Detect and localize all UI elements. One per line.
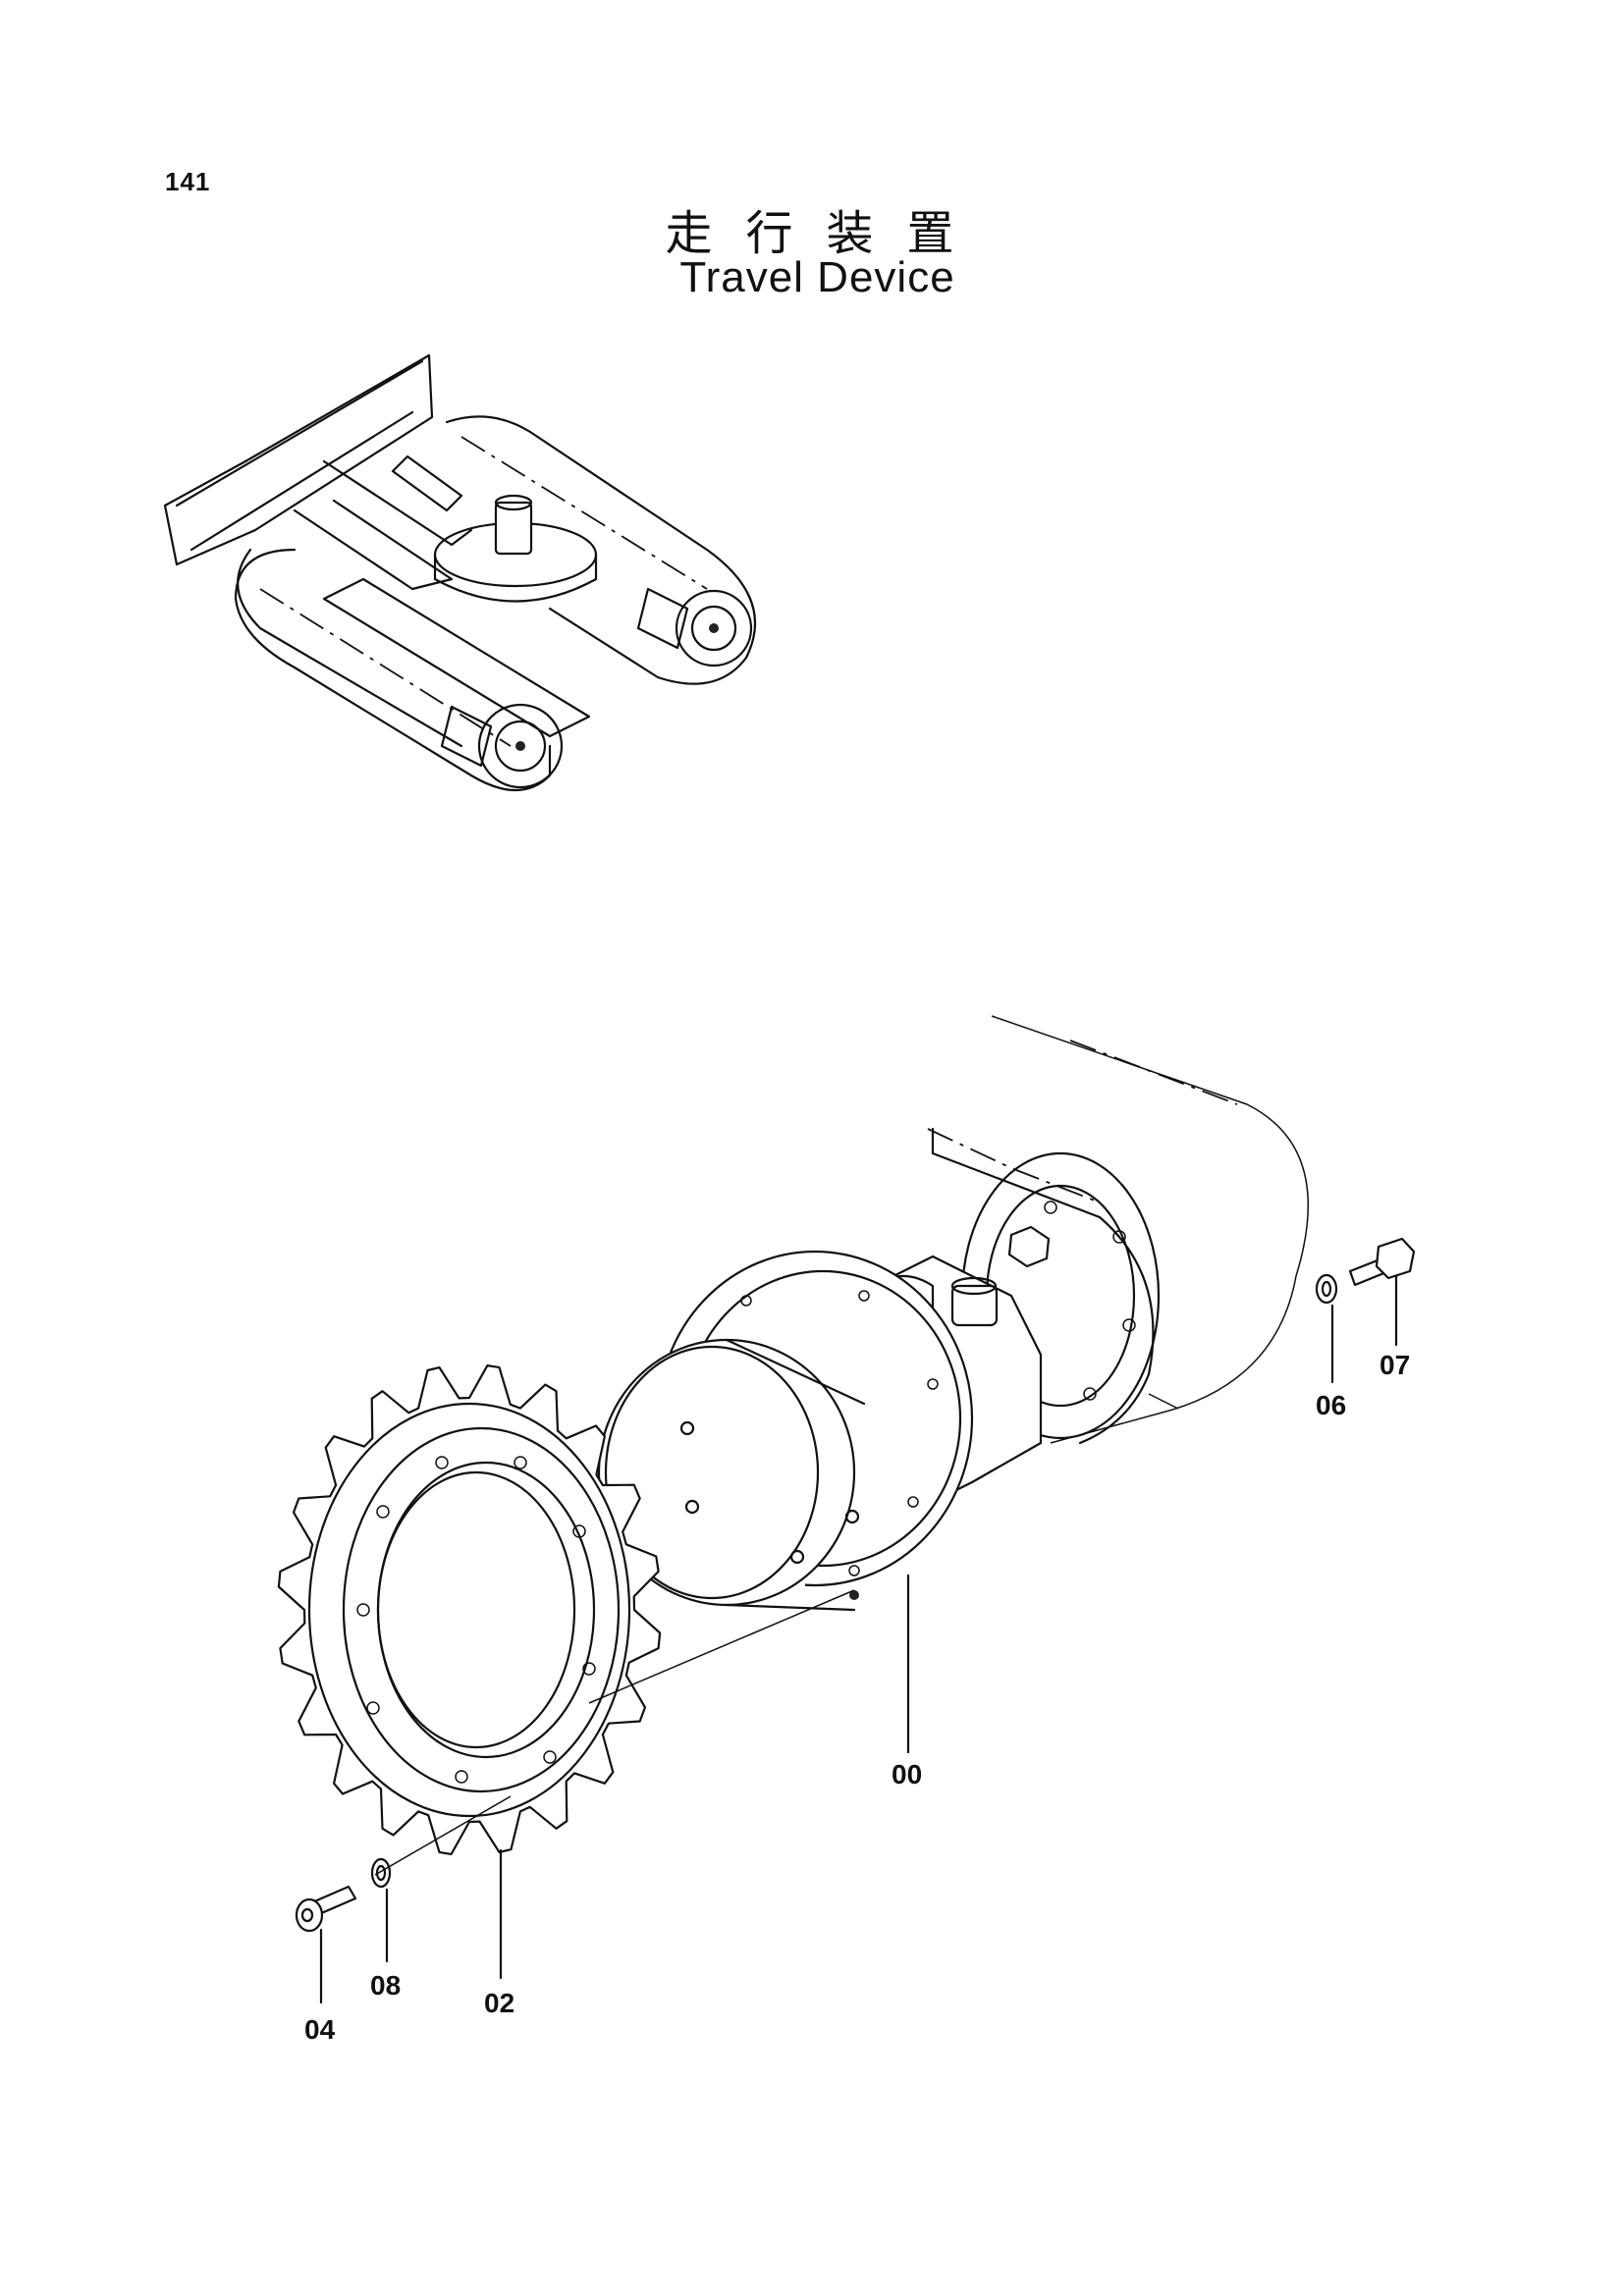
page-title-english: Travel Device	[679, 253, 955, 301]
washer-06-illustration	[1315, 1273, 1338, 1305]
callout-07: 07	[1380, 1350, 1410, 1380]
travel-motor-illustration	[597, 1250, 1043, 1612]
page-number: 141	[165, 167, 211, 196]
callout-06: 06	[1316, 1390, 1346, 1420]
callout-00: 00	[892, 1759, 922, 1789]
bolt-07-illustration	[1348, 1237, 1416, 1287]
track-frame-outline	[927, 1015, 1309, 1445]
bolt-04-illustration	[295, 1885, 357, 1933]
sprocket-illustration	[277, 1364, 662, 1855]
callout-02: 02	[484, 1988, 514, 2018]
callout-08: 08	[370, 1970, 401, 2001]
callout-04: 04	[304, 2014, 336, 2045]
undercarriage-overview-illustration	[163, 353, 756, 792]
page-title-japanese: 走行装置	[665, 206, 988, 261]
washer-08-illustration	[370, 1857, 392, 1889]
